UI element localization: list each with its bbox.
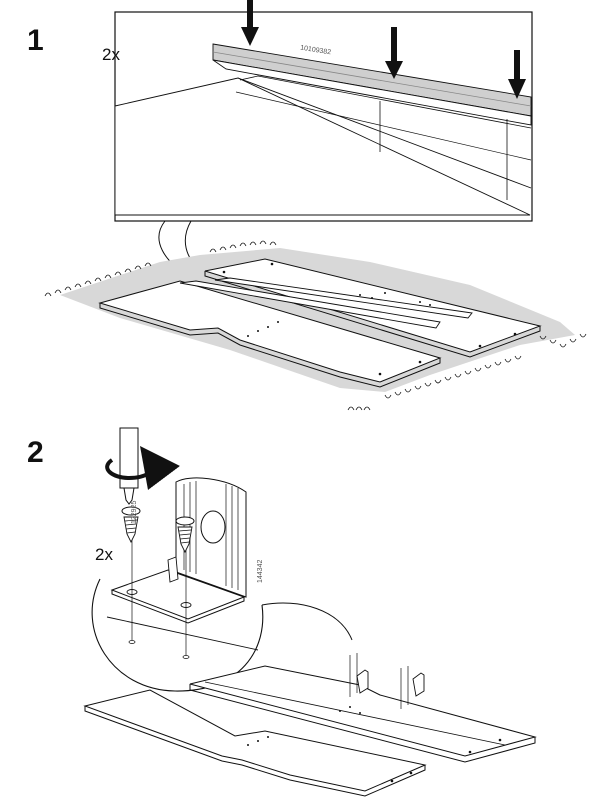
step1-quantity: 2x: [102, 45, 120, 64]
step2-number: 2: [27, 436, 44, 469]
screw-part-number: 122925: [131, 500, 138, 524]
screwdriver-icon: [119, 427, 139, 505]
step1-detail-callout: [114, 0, 533, 276]
bracket-part-number: 144342: [257, 559, 264, 583]
down-arrow-icon: [385, 27, 403, 79]
screw-icon: [175, 516, 195, 554]
step1-number: 1: [27, 24, 44, 57]
rail-closeup: [114, 43, 532, 216]
rotate-arrow-icon: [105, 445, 180, 490]
down-arrow-icon: [508, 50, 526, 99]
step2-quantity: 2x: [95, 545, 113, 564]
screw-icon: [121, 506, 141, 544]
step2-detail-callout: [91, 427, 353, 692]
down-arrow-icon: [241, 0, 259, 46]
step1-panels-on-rug: [44, 240, 587, 411]
step2-panels: [83, 653, 537, 797]
